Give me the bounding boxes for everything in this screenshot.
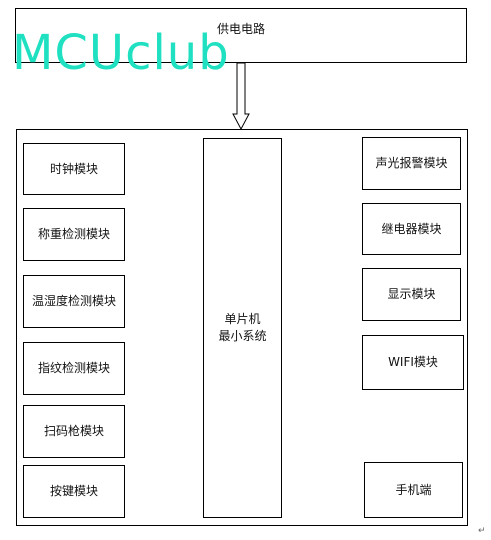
fingerprint-module-box: 指纹检测模块 <box>23 342 125 395</box>
scanner-module-box: 扫码枪模块 <box>23 405 125 458</box>
temp-humidity-module-label: 温湿度检测模块 <box>31 294 116 308</box>
wifi-module-label: WIFI模块 <box>388 355 438 369</box>
key-module-box: 按键模块 <box>23 465 125 518</box>
display-module-label: 显示模块 <box>387 287 436 301</box>
phone-label: 手机端 <box>395 482 432 497</box>
fingerprint-module-label: 指纹检测模块 <box>37 361 110 375</box>
weighing-module-box: 称重检测模块 <box>23 208 125 261</box>
clock-module-label: 时钟模块 <box>49 161 98 176</box>
mcu-label-line2: 最小系统 <box>218 329 267 343</box>
relay-module-label: 继电器模块 <box>381 221 442 236</box>
paragraph-mark: ↵ <box>478 526 486 536</box>
power-to-system-arrow <box>232 62 250 131</box>
weighing-module-label: 称重检测模块 <box>37 227 110 241</box>
mcu-box: 单片机 最小系统 <box>203 138 282 518</box>
power-supply-box: 供电电路 <box>15 8 467 63</box>
relay-module-box: 继电器模块 <box>362 203 461 255</box>
display-module-box: 显示模块 <box>362 268 461 321</box>
phone-box: 手机端 <box>364 462 463 518</box>
scanner-module-label: 扫码枪模块 <box>43 424 104 438</box>
alarm-module-box: 声光报警模块 <box>362 137 461 190</box>
key-module-label: 按键模块 <box>49 484 98 498</box>
mcu-label-line1: 单片机 <box>224 312 261 326</box>
power-supply-label: 供电电路 <box>216 22 265 36</box>
alarm-module-label: 声光报警模块 <box>375 156 448 170</box>
clock-module-box: 时钟模块 <box>23 143 125 195</box>
temp-humidity-module-box: 温湿度检测模块 <box>23 275 125 328</box>
wifi-module-box: WIFI模块 <box>362 335 464 390</box>
